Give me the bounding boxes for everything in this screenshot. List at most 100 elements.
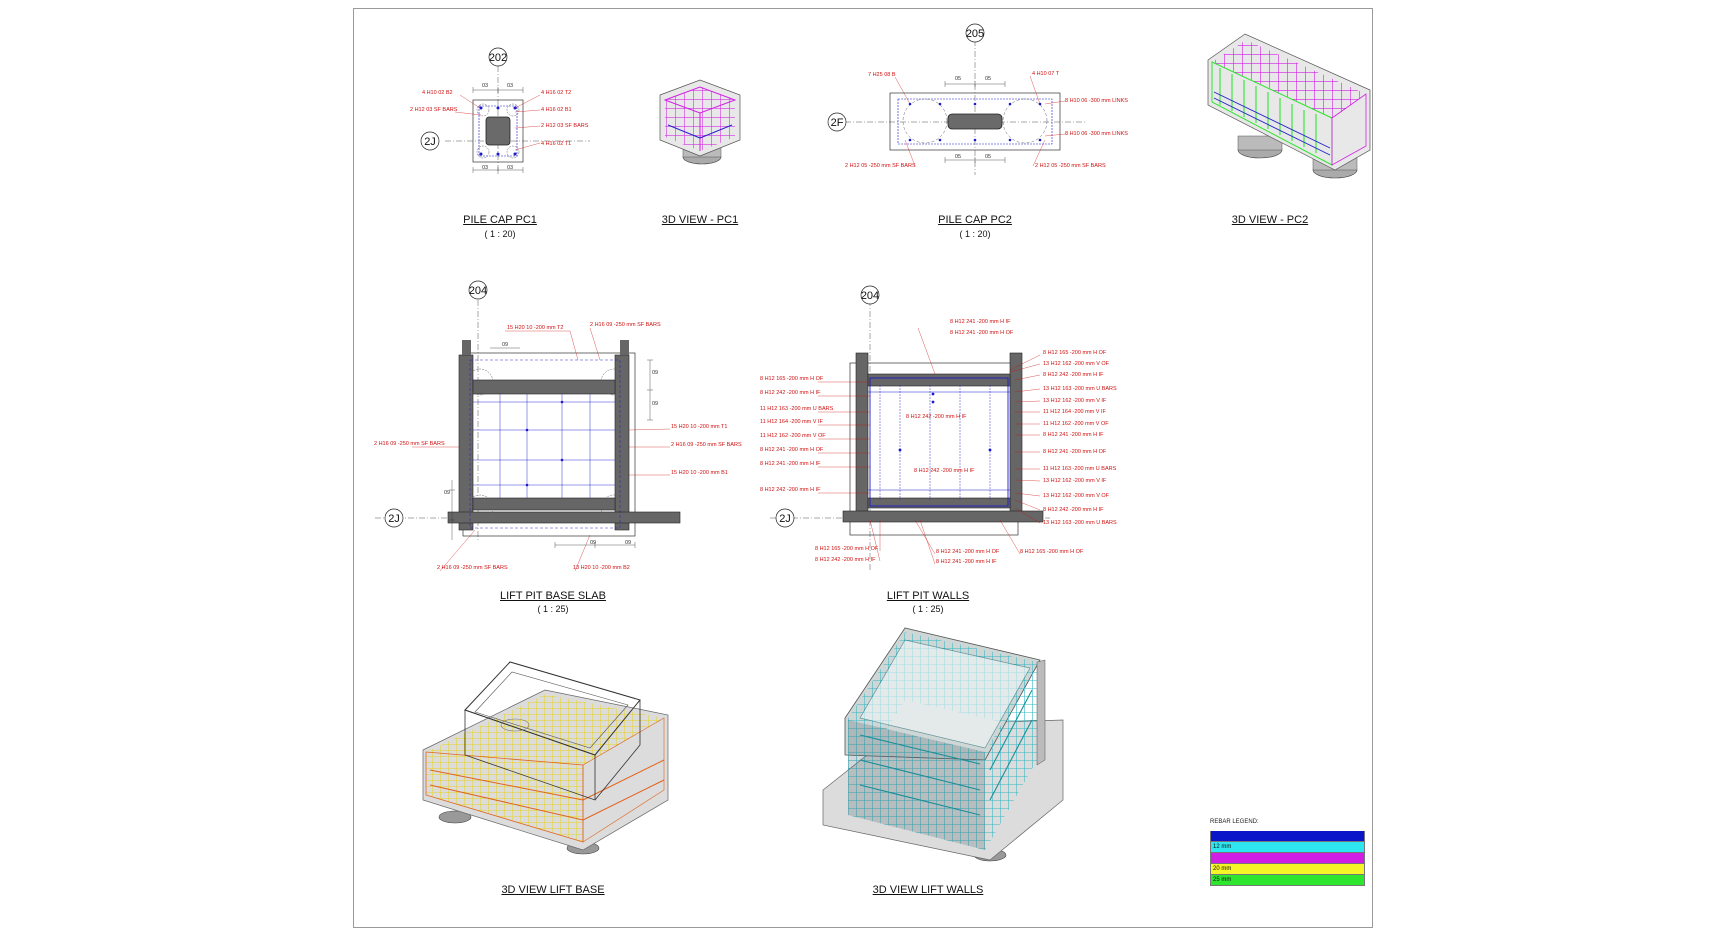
view-scale-lift-pit-walls: ( 1 : 25): [912, 604, 944, 614]
pc2-rebar-label: 7 H25 08 B: [868, 72, 896, 78]
walls-left-label: 11 H12 164 -200 mm V IF: [760, 419, 824, 425]
grid-bubble-icon: [488, 47, 508, 67]
pc1-rebar-label: 2 H12 03 SF BARS: [541, 123, 589, 129]
walls-grid-side: 2J: [779, 513, 791, 525]
walls-right-label: 13 H12 162 -200 mm V IF: [1043, 478, 1107, 484]
pc2-grid-top: 205: [966, 28, 984, 40]
pc1-rebar-label: 4 H10 02 B2: [422, 90, 453, 96]
base-dim: 09: [652, 370, 658, 376]
legend-row: 25 mm: [1210, 875, 1365, 886]
pc1-rebar-label: 4 H16 02 T2: [541, 90, 571, 96]
grid-bubble-icon: [468, 280, 488, 300]
pc2-3d-view: [1207, 33, 1371, 179]
grid-bubble-icon: [384, 508, 404, 528]
walls-bottom-label: 8 H12 242 -200 mm H IF: [815, 557, 876, 563]
view-scale-pile-cap-pc1: ( 1 : 20): [484, 229, 516, 239]
lift-pit-base-slab-plan: 09 09 09 09 09 09 15 H20 10 -200 mm T2 2…: [374, 280, 742, 572]
walls-left-label: 11 H12 162 -200 mm V OF: [760, 433, 826, 439]
legend-title: REBAR LEGEND:: [1210, 819, 1259, 825]
view-title-lift-pit-base-slab: LIFT PIT BASE SLAB: [500, 590, 606, 602]
walls-right-label: 13 H12 162 -200 mm V OF: [1043, 361, 1110, 367]
pc1-rebar-label: 4 H16 02 T1: [541, 141, 571, 147]
base-dim: 09: [625, 540, 631, 546]
walls-left-label: 8 H12 241 -200 mm H IF: [760, 461, 821, 467]
walls-right-label: 8 H12 165 -200 mm H OF: [1043, 350, 1107, 356]
walls-inner-label: 8 H12 242 -200 mm H IF: [914, 468, 975, 474]
pc1-rebar-label: 4 H16 02 B1: [541, 107, 572, 113]
walls-inner-label: 8 H12 242 -200 mm H IF: [906, 414, 967, 420]
base-dim: 09: [444, 490, 450, 496]
pc1-grid-top: 202: [489, 52, 507, 64]
lift-base-3d-view: [422, 661, 669, 855]
pc1-dim: 03: [507, 165, 513, 171]
walls-bottom-label: 8 H12 241 -200 mm H OF: [936, 549, 1000, 555]
view-title-3d-lift-walls: 3D VIEW LIFT WALLS: [872, 884, 984, 896]
view-title-3d-pc1: 3D VIEW - PC1: [661, 214, 739, 226]
base-dim: 09: [590, 540, 596, 546]
walls-right-label: 8 H12 242 -200 mm H IF: [1043, 507, 1104, 513]
walls-right-label: 13 H12 162 -200 mm V IF: [1043, 398, 1107, 404]
rebar-legend: REBAR LEGEND: 12 mm 20 mm 25 mm: [1210, 819, 1365, 886]
base-grid-top: 204: [469, 285, 487, 297]
pc2-rebar-label: 8 H10 06 -300 mm LINKS: [1065, 131, 1128, 137]
walls-right-label: 8 H12 241 -200 mm H IF: [1043, 432, 1104, 438]
pile-cap-pc1-plan: 03 03 03 03 4 H10 02 B2 2 H12 03 SF BARS…: [410, 47, 590, 175]
view-title-pile-cap-pc2: PILE CAP PC2: [938, 214, 1012, 226]
lift-pit-walls-plan: 8 H12 241 -200 mm H IF 8 H12 241 -200 mm…: [760, 285, 1117, 570]
walls-left-label: 8 H12 165 -200 mm H OF: [760, 376, 824, 382]
base-rebar-label: 2 H16 09 -250 mm SF BARS: [590, 322, 661, 328]
pc1-grid-side: 2J: [424, 136, 436, 148]
walls-right-label: 13 H12 163 -200 mm U BARS: [1043, 386, 1117, 392]
legend-row: 12 mm: [1210, 842, 1365, 853]
legend-row: 20 mm: [1210, 864, 1365, 875]
pc2-rebar-label: 8 H10 06 -300 mm LINKS: [1065, 98, 1128, 104]
base-rebar-label: 15 H20 10 -200 mm B1: [671, 470, 728, 476]
view-scale-lift-pit-base-slab: ( 1 : 25): [537, 604, 569, 614]
pc2-rebar-label: 2 H12 05 -250 mm SF BARS: [845, 163, 916, 169]
pc2-dim: 05: [955, 76, 961, 82]
view-title-pile-cap-pc1: PILE CAP PC1: [463, 214, 537, 226]
walls-right-label: 8 H12 241 -200 mm H OF: [1043, 449, 1107, 455]
base-rebar-label: 15 H20 10 -200 mm T2: [507, 325, 563, 331]
grid-bubble-icon: [827, 112, 847, 132]
walls-bottom-label: 8 H12 241 -200 mm H IF: [936, 559, 997, 565]
grid-bubble-icon: [420, 131, 440, 151]
walls-bottom-label: 8 H12 165 -200 mm H OF: [1020, 549, 1084, 555]
walls-left-label: 8 H12 242 -200 mm H IF: [760, 487, 821, 493]
pc2-dim: 05: [985, 76, 991, 82]
walls-top-label: 8 H12 241 -200 mm H OF: [950, 330, 1014, 336]
base-dim: 09: [652, 401, 658, 407]
walls-right-label: 13 H12 162 -200 mm V OF: [1043, 493, 1110, 499]
walls-bottom-label: 8 H12 165 -200 mm H OF: [815, 546, 879, 552]
walls-top-label: 8 H12 241 -200 mm H IF: [950, 319, 1011, 325]
pc2-dim: 05: [985, 154, 991, 160]
pc1-rebar-label: 2 H12 03 SF BARS: [410, 107, 458, 113]
base-grid-side: 2J: [388, 513, 400, 525]
view-title-3d-lift-base: 3D VIEW LIFT BASE: [501, 884, 605, 896]
walls-right-label: 13 H12 163 -200 mm U BARS: [1043, 520, 1117, 526]
pc2-rebar-label: 4 H10 07 T: [1032, 71, 1060, 77]
base-rebar-label: 2 H16 09 -250 mm SF BARS: [437, 565, 508, 571]
walls-left-label: 8 H12 241 -200 mm H OF: [760, 447, 824, 453]
pc2-dim: 05: [955, 154, 961, 160]
pc2-rebar-label: 2 H12 05 -250 mm SF BARS: [1035, 163, 1106, 169]
lift-walls-3d-view: [822, 627, 1064, 862]
base-rebar-label: 15 H20 10 -200 mm T1: [671, 424, 727, 430]
walls-right-label: 11 H12 162 -200 mm V OF: [1043, 421, 1109, 427]
walls-left-label: 11 H12 163 -200 mm U BARS: [760, 406, 834, 412]
pc1-3d-view: [659, 79, 741, 165]
view-scale-pile-cap-pc2: ( 1 : 20): [959, 229, 991, 239]
view-title-3d-pc2: 3D VIEW - PC2: [1231, 214, 1309, 226]
pc2-grid-side: 2F: [831, 117, 844, 129]
grid-bubble-icon: [860, 285, 880, 305]
grid-bubble-icon: [965, 23, 985, 43]
walls-left-label: 8 H12 242 -200 mm H IF: [760, 390, 821, 396]
pile-cap-pc2-plan: 05 05 05 05 7 H25 08 B 4 H10 07 T 8 H10 …: [827, 23, 1128, 175]
pc1-dim: 03: [507, 83, 513, 89]
base-rebar-label: 2 H16 09 -250 mm SF BARS: [374, 441, 445, 447]
walls-right-label: 11 H12 164 -200 mm V IF: [1043, 409, 1107, 415]
legend-row: [1210, 831, 1365, 842]
view-title-lift-pit-walls: LIFT PIT WALLS: [886, 590, 970, 602]
walls-right-label: 8 H12 242 -200 mm H IF: [1043, 372, 1104, 378]
